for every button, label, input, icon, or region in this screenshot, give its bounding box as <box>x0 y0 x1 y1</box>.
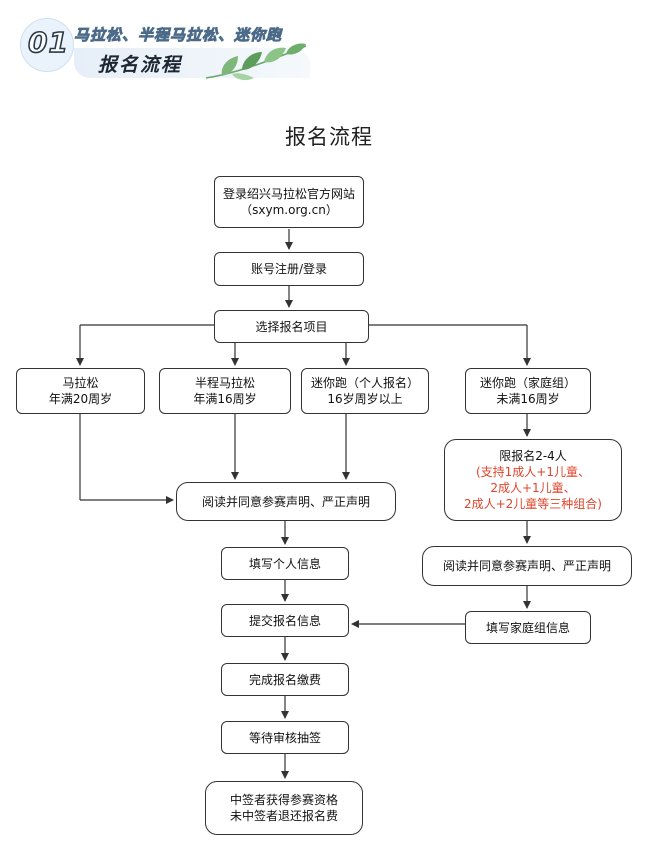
step-result: 中签者获得参赛资格 未中签者退还报名费 <box>205 781 363 835</box>
step-wait: 等待审核抽签 <box>221 721 349 754</box>
badge-number: 01 <box>27 25 69 60</box>
banner-subtitle: 马拉松、半程马拉松、迷你跑 <box>74 26 283 45</box>
step-choose: 选择报名项目 <box>214 310 369 343</box>
option-half-marathon: 半程马拉松 年满16周岁 <box>159 368 291 414</box>
step-pay: 完成报名缴费 <box>221 663 349 696</box>
agree-statement-left: 阅读并同意参赛声明、严正声明 <box>176 482 396 521</box>
leaf-icon <box>205 43 307 81</box>
header-banner: 01 马拉松、半程马拉松、迷你跑 报名流程 <box>14 10 314 81</box>
page-heading: 报名流程 <box>285 125 373 149</box>
step-fill-personal: 填写个人信息 <box>221 547 349 580</box>
step-register: 账号注册/登录 <box>214 252 364 286</box>
step-fill-family: 填写家庭组信息 <box>465 611 591 644</box>
banner-title: 报名流程 <box>98 54 183 76</box>
option-mini-family: 迷你跑（家庭组） 未满16周岁 <box>465 368 591 414</box>
option-marathon: 马拉松 年满20周岁 <box>16 368 145 414</box>
step-login: 登录绍兴马拉松官方网站 （sxym.org.cn） <box>214 176 364 228</box>
step-submit: 提交报名信息 <box>221 604 349 637</box>
option-mini-personal: 迷你跑（个人报名） 16岁周岁以上 <box>301 368 429 414</box>
badge-circle <box>20 18 74 72</box>
agree-statement-right: 阅读并同意参赛声明、严正声明 <box>422 546 632 586</box>
family-limit-box: 限报名2-4人 (支持1成人+1儿童、 2成人+1儿童、 2成人+2儿童等三种组… <box>444 439 622 521</box>
